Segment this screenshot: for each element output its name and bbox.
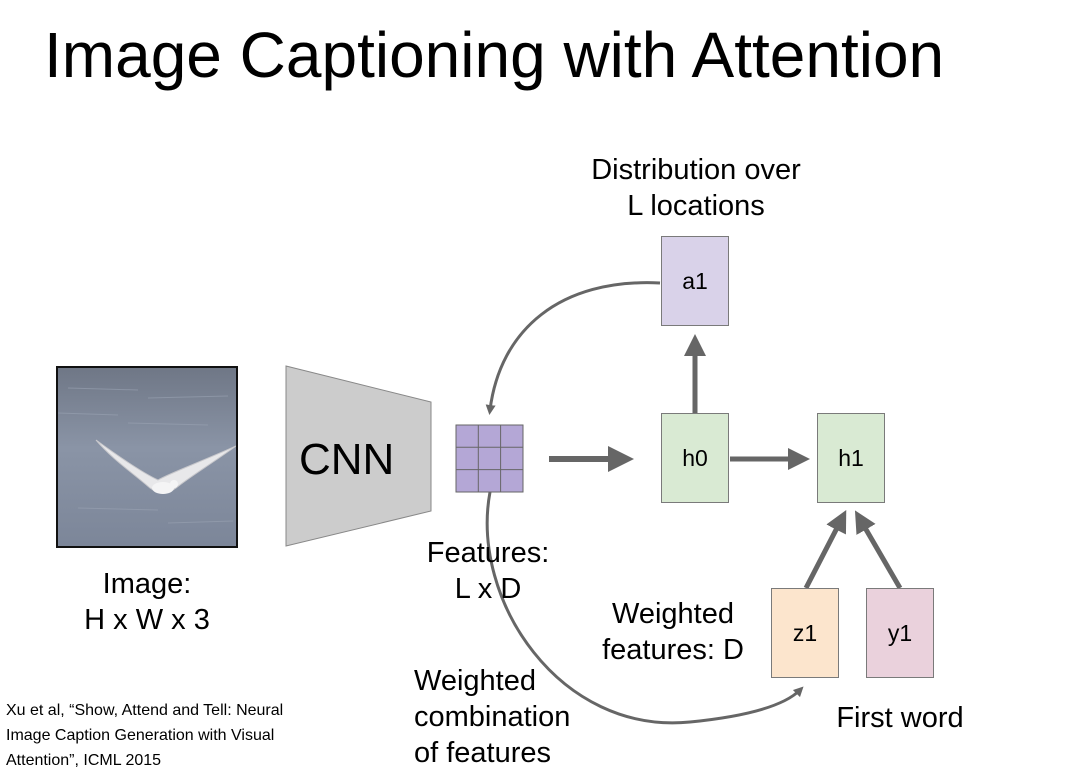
weighted-features-line-1: Weighted	[612, 598, 734, 630]
node-a1: a1	[661, 236, 729, 326]
image-line-1: Image:	[102, 568, 192, 600]
citation-line: Xu et al, “Show, Attend and Tell: Neural	[6, 702, 284, 719]
distribution-line-2: L locations	[627, 190, 765, 222]
feature-grid	[455, 424, 524, 493]
distribution-label: Distribution over L locations	[560, 152, 832, 224]
node-h1: h1	[817, 413, 885, 503]
node-y1-label: y1	[887, 619, 913, 646]
cnn-block	[285, 365, 432, 547]
weighted-combination-line-1: Weighted	[414, 665, 536, 697]
arrow-a1-to-features	[485, 281, 661, 415]
first-word-label: First word	[836, 702, 964, 734]
node-h0: h0	[661, 413, 729, 503]
citation-line: Attention”, ICML 2015	[6, 752, 162, 769]
distribution-line-1: Distribution over	[591, 154, 801, 186]
weighted-combination-line-2: combination	[414, 701, 571, 733]
weighted-combination-label: Weighted combination of features	[414, 663, 614, 771]
arrow-z1-to-h1	[803, 510, 847, 590]
node-y1: y1	[866, 588, 934, 678]
node-z1-label: z1	[792, 619, 818, 646]
node-h0-label: h0	[682, 444, 708, 471]
node-a1-label: a1	[682, 267, 708, 294]
image-label: Image: H x W x 3	[47, 566, 247, 638]
arrow-y1-to-h1	[854, 510, 903, 590]
features-line-1: Features:	[426, 537, 550, 569]
cnn-label: CNN	[299, 435, 395, 484]
citation: Xu et al, “Show, Attend and Tell: Neural…	[6, 698, 326, 773]
node-z1: z1	[771, 588, 839, 678]
slide-title: Image Captioning with Attention	[44, 19, 945, 91]
node-h1-label: h1	[838, 444, 864, 471]
image-line-2: H x W x 3	[84, 604, 210, 636]
weighted-features-label: Weighted features: D	[588, 596, 758, 668]
features-line-2: L x D	[454, 573, 522, 605]
arrow-features-to-z1	[485, 491, 804, 725]
features-label: Features: L x D	[408, 535, 568, 607]
seagull-photo-icon	[56, 366, 238, 548]
weighted-combination-line-3: of features	[414, 737, 552, 769]
citation-line: Image Caption Generation with Visual	[6, 727, 275, 744]
weighted-features-line-2: features: D	[602, 634, 744, 666]
